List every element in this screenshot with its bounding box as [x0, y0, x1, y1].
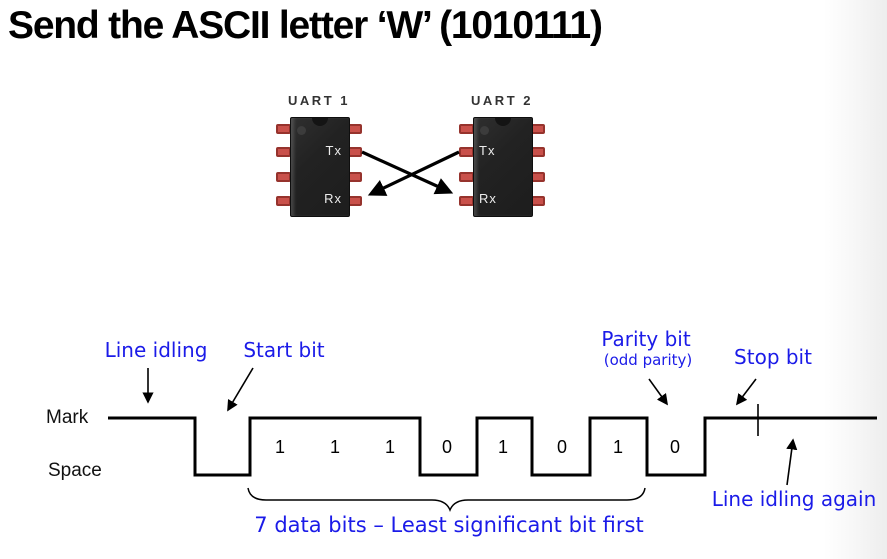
uart1-tx-label: Tx	[325, 143, 342, 158]
uart1-label: UART 1	[288, 93, 350, 108]
bit-label: 0	[556, 437, 568, 457]
data-bits-brace	[247, 487, 646, 513]
line-idling-label: Line idling	[104, 338, 208, 362]
bit-label: 1	[497, 437, 509, 457]
parity-bit-arrow	[648, 378, 668, 406]
stop-bit-label: Stop bit	[734, 345, 812, 369]
chip-notch	[312, 118, 328, 126]
parity-bit-label: Parity bit	[601, 327, 691, 351]
uart2-label: UART 2	[471, 93, 533, 108]
pin1-dimple	[480, 126, 489, 135]
uart2-chip: UART 2 Tx Rx	[459, 93, 545, 217]
chip-body	[473, 117, 533, 217]
mark-label: Mark	[46, 407, 89, 428]
bit-label: 1	[384, 437, 396, 457]
line-idling-again-arrow	[786, 438, 798, 486]
parity-note-label: (odd parity)	[603, 351, 693, 369]
line-idling-again-label: Line idling again	[711, 487, 877, 511]
uart1-rx-label: Rx	[324, 191, 342, 206]
uart1-tx-to-uart2-rx-arrow	[361, 150, 454, 195]
chip-notch	[495, 118, 511, 126]
bit-label: 1	[612, 437, 624, 457]
bit-label: 1	[274, 437, 286, 457]
space-label: Space	[48, 460, 102, 481]
bit-label: 0	[441, 437, 453, 457]
uart2-rx-label: Rx	[479, 191, 497, 206]
data-bits-caption: 7 data bits – Least significant bit firs…	[254, 513, 644, 537]
bit-label: 0	[669, 437, 681, 457]
pin1-dimple	[297, 126, 306, 135]
start-bit-label: Start bit	[243, 338, 325, 362]
stop-bit-arrow	[735, 378, 757, 406]
bit-label: 1	[329, 437, 341, 457]
uart1-chip: UART 1 Tx Rx	[276, 93, 362, 217]
uart2-tx-to-uart1-rx-arrow	[367, 150, 460, 196]
uart2-tx-label: Tx	[479, 143, 496, 158]
chip-body	[290, 117, 350, 217]
slide-title: Send the ASCII letter ‘W’ (1010111)	[8, 4, 603, 47]
start-bit-arrow	[227, 367, 254, 412]
waveform-signal	[108, 416, 877, 477]
